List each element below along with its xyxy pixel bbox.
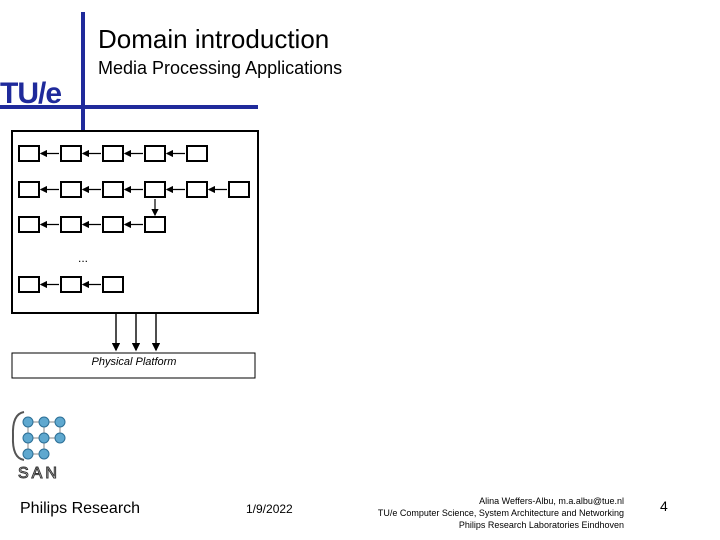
task-box (18, 276, 40, 293)
task-box (102, 276, 124, 293)
san-dots (22, 416, 66, 460)
task-chains (18, 145, 250, 293)
platform-arrows (111, 313, 161, 352)
physical-platform-box (11, 352, 256, 379)
task-box (102, 145, 124, 162)
task-box (102, 181, 124, 198)
slide-subtitle: Media Processing Applications (98, 58, 343, 78)
san-logo: SAN (11, 411, 66, 480)
physical-platform-label: Physical Platform (91, 356, 177, 368)
task-box (186, 145, 208, 162)
task-box (144, 181, 166, 198)
author-line-3: Philips Research Laboratories Eindhoven (458, 520, 624, 530)
task-box (186, 181, 208, 198)
task-box (60, 216, 82, 233)
page-number: 4 (660, 498, 668, 514)
task-box (144, 145, 166, 162)
author-line-1: Alina Weffers-Albu, m.a.albu@tue.nl (479, 496, 624, 506)
tue-logo-text: TU/e (0, 77, 61, 108)
task-box (60, 276, 82, 293)
author-info: Alina Weffers-Albu, m.a.albu@tue.nl TU/e… (340, 495, 624, 531)
task-box (60, 145, 82, 162)
slide-title: Domain introduction (98, 24, 330, 54)
slide-date: 1/9/2022 (246, 502, 293, 516)
task-box (228, 181, 250, 198)
task-box (18, 216, 40, 233)
task-box (18, 145, 40, 162)
task-box (102, 216, 124, 233)
company-name: Philips Research (20, 500, 141, 517)
task-box (144, 216, 166, 233)
task-box (60, 181, 82, 198)
ellipsis-text: ... (78, 251, 88, 265)
task-box (18, 181, 40, 198)
media-processing-diagram: ... (11, 130, 259, 379)
application-container (11, 130, 259, 314)
author-line-2: TU/e Computer Science, System Architectu… (377, 508, 624, 518)
tue-logo: TU/e (0, 77, 62, 108)
san-logo-text: SAN (18, 465, 60, 480)
accent-horizontal-line (0, 105, 258, 109)
